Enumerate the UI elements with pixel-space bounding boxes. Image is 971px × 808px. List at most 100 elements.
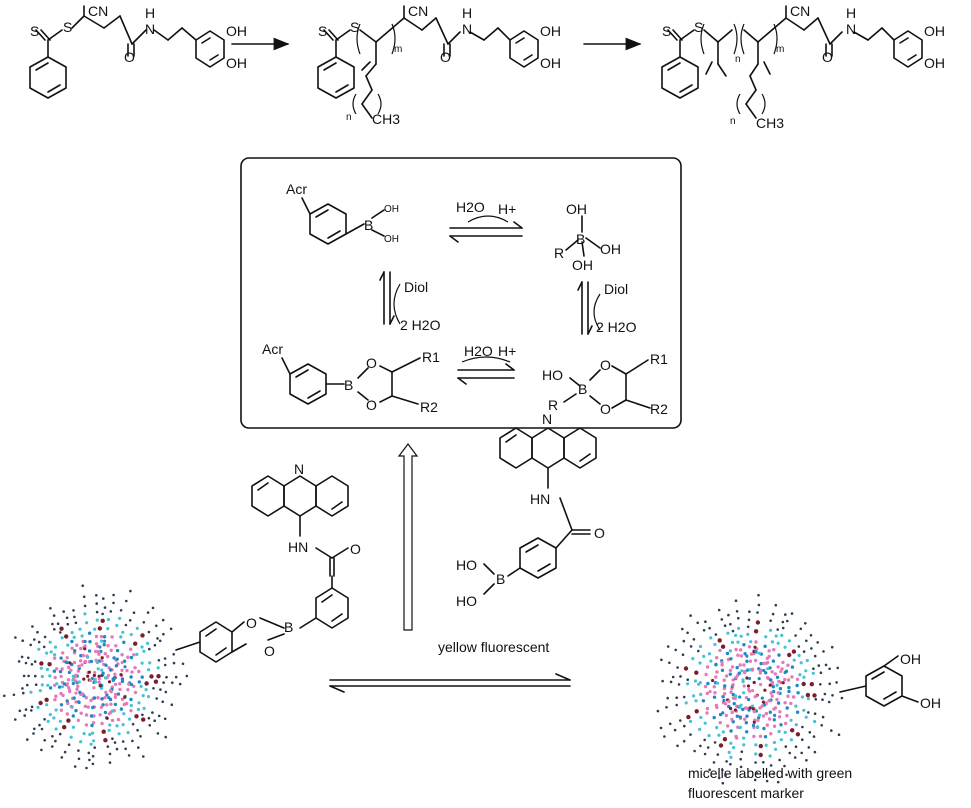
micelle-bead bbox=[713, 691, 717, 695]
micelle-bead bbox=[726, 631, 730, 635]
micelle-core-bead bbox=[755, 725, 760, 730]
micelle-bead bbox=[758, 706, 762, 710]
micelle-bead bbox=[722, 686, 727, 691]
micelle-bead bbox=[729, 755, 733, 759]
h2o-mid: H2O bbox=[464, 343, 493, 359]
micelle-bead bbox=[831, 694, 834, 697]
equilibrium-long-arrows bbox=[329, 673, 571, 693]
micelle-bead bbox=[742, 643, 746, 647]
micelle-bead bbox=[105, 693, 109, 697]
micelle-bead bbox=[48, 640, 52, 644]
micelle-bead bbox=[767, 649, 771, 653]
micelle-bead bbox=[715, 670, 719, 674]
micelle-bead bbox=[717, 608, 721, 612]
micelle-bead bbox=[30, 709, 33, 712]
micelle-bead bbox=[734, 734, 738, 739]
micelle-bead bbox=[795, 683, 799, 688]
micelle-bead bbox=[27, 674, 30, 678]
micelle-bead bbox=[797, 653, 801, 658]
micelle-core-bead bbox=[766, 660, 770, 665]
micelle-bead bbox=[828, 667, 831, 671]
micelle-bead bbox=[660, 658, 663, 662]
s2-cn: CN bbox=[408, 3, 428, 19]
s3-oh-1: OH bbox=[924, 23, 945, 39]
micelle-bead bbox=[84, 713, 89, 717]
micelle-bead bbox=[172, 653, 175, 656]
micelle-bead bbox=[699, 744, 702, 748]
micelle-bead bbox=[92, 714, 96, 718]
s3-n-subscript: n bbox=[730, 116, 736, 127]
micelle-bead bbox=[755, 620, 761, 625]
micelle-bead bbox=[746, 625, 750, 629]
micelle-bead bbox=[686, 714, 691, 720]
micelle-bead bbox=[99, 705, 104, 709]
micelle-bead bbox=[14, 718, 17, 721]
r1-label-b: R1 bbox=[650, 351, 668, 367]
micelle-bead bbox=[734, 599, 738, 602]
micelle-bead bbox=[813, 719, 817, 724]
micelle-bead bbox=[794, 745, 798, 748]
micelle-bead bbox=[772, 648, 776, 652]
micelle-bead bbox=[122, 712, 126, 716]
equilibrium-arrows-right: Diol 2 H2O bbox=[577, 281, 637, 335]
micelle-bead bbox=[61, 725, 67, 730]
yellow-fluorescent-label: yellow fluorescent bbox=[438, 639, 549, 655]
micelle-bead bbox=[93, 746, 96, 749]
micelle-bead bbox=[729, 657, 733, 661]
micelle-bead bbox=[60, 756, 64, 759]
ester-o-d: O bbox=[600, 401, 611, 417]
micelle-bead bbox=[776, 665, 780, 669]
micelle-bead bbox=[67, 688, 72, 692]
s2-oh-1: OH bbox=[540, 23, 561, 39]
micelle-bead bbox=[130, 670, 134, 674]
micelle-bead bbox=[153, 719, 156, 722]
micelle-bead bbox=[753, 778, 757, 782]
micelle-core-bead bbox=[83, 647, 87, 651]
micelle-bead bbox=[692, 694, 696, 698]
micelle-core-bead bbox=[107, 696, 111, 700]
micelle-core-bead bbox=[720, 661, 724, 665]
micelle-core-bead bbox=[740, 669, 744, 673]
micelle-bead bbox=[65, 616, 69, 620]
micelle-bead bbox=[103, 710, 108, 715]
boron-3: B bbox=[344, 377, 353, 393]
s3-s-thio: S bbox=[694, 19, 703, 35]
micelle-bead bbox=[29, 690, 33, 694]
micelle-bead bbox=[805, 639, 808, 643]
micelle-bead bbox=[113, 682, 118, 687]
micelle-core-bead bbox=[113, 676, 117, 680]
micelle-bead bbox=[787, 652, 792, 658]
micelle-bead bbox=[121, 740, 125, 743]
micelle-bead bbox=[36, 630, 39, 634]
micelle-bead bbox=[155, 697, 158, 700]
micelle-core-bead bbox=[779, 669, 783, 674]
micelle-bead bbox=[795, 732, 801, 737]
micelle-bead bbox=[88, 758, 91, 762]
micelle-bead bbox=[102, 635, 107, 639]
micelle-bead bbox=[840, 696, 844, 700]
micelle-core-bead bbox=[751, 707, 755, 711]
micelle-bead bbox=[115, 747, 119, 751]
micelle-bead bbox=[48, 686, 53, 690]
micelle-core-bead bbox=[722, 698, 726, 703]
micelle-bead bbox=[137, 669, 141, 674]
micelle-bead bbox=[730, 640, 735, 645]
micelle-bead bbox=[656, 709, 660, 713]
hollow-up-arrow bbox=[397, 443, 419, 631]
micelle-bead bbox=[159, 688, 162, 691]
micelle-bead bbox=[82, 732, 86, 736]
micelle-bead bbox=[95, 602, 98, 605]
micelle-bead bbox=[689, 733, 692, 736]
r1-label-a: R1 bbox=[422, 349, 440, 365]
micelle-bead bbox=[743, 652, 747, 656]
micelle-bead bbox=[77, 749, 80, 752]
micelle-bead bbox=[52, 614, 56, 617]
micelle-bead bbox=[111, 737, 114, 740]
micelle-bead bbox=[731, 678, 735, 682]
micelle-bead bbox=[136, 728, 139, 732]
micelle-bead bbox=[835, 681, 838, 684]
micelle-bead bbox=[720, 663, 724, 667]
micelle-bead bbox=[787, 689, 791, 694]
micelle-core-bead bbox=[738, 715, 742, 719]
